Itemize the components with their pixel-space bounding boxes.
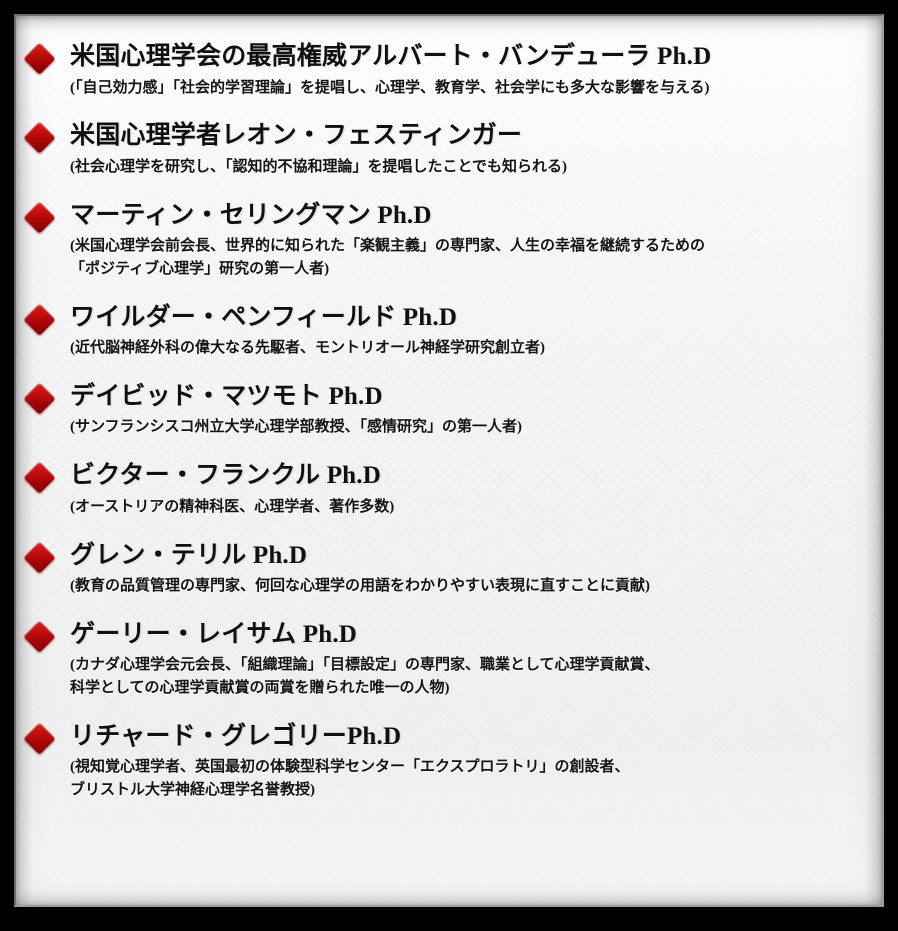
list-item: ワイルダー・ペンフィールド Ph.D (近代脳神経外科の偉大なる先駆者、モントリ… (16, 302, 882, 360)
list-item: ゲーリー・レイサム Ph.D (カナダ心理学会元会長、「組織理論」「目標設定」の… (16, 620, 882, 700)
entry-description-line: (教育の品質管理の専門家、何回な心理学の用語をわかりやすい表現に直すことに貢献) (70, 578, 650, 595)
entry-description-line: 科学としての心理学貢献賞の両賞を贈られた唯一の人物) (70, 680, 450, 697)
list-item: マーティン・セリングマン Ph.D (米国心理学会前会長、世界的に知られた「楽観… (16, 200, 882, 281)
entry-title: ワイルダー・ペンフィールド Ph.D (70, 303, 458, 331)
entry-description-line: (近代脳神経外科の偉大なる先駆者、モントリオール神経学研究創立者) (70, 340, 545, 357)
entry-title: 米国心理学会の最高権威アルバート・バンデューラ Ph.D (70, 43, 712, 70)
entry-description-line: (視知覚心理学者、英国最初の体験型科学センター「エクスプロラトリ」の創設者、 (70, 759, 630, 776)
diamond-icon (23, 461, 56, 495)
entry-description-line: 「ポジティブ心理学」研究の第一人者) (70, 260, 330, 277)
entry-description: (米国心理学会前会長、世界的に知られた「楽観主義」の専門家、人生の幸福を継続する… (70, 235, 882, 281)
entry-description: (教育の品質管理の専門家、何回な心理学の用語をわかりやすい表現に直すことに貢献) (70, 575, 882, 598)
entry-title: リチャード・グレゴリーPh.D (70, 722, 402, 750)
list-item: 米国心理学会の最高権威アルバート・バンデューラ Ph.D (「自己効力感」「社会… (16, 42, 882, 99)
entry-description-line: (米国心理学会前会長、世界的に知られた「楽観主義」の専門家、人生の幸福を継続する… (70, 238, 705, 255)
entry-title: マーティン・セリングマン Ph.D (70, 201, 432, 229)
entry-description: (オーストリアの精神科医、心理学者、著作多数) (70, 496, 882, 519)
entry-description: (カナダ心理学会元会長、「組織理論」「目標設定」の専門家、職業として心理学貢献賞… (70, 654, 882, 700)
entry-title: ゲーリー・レイサム Ph.D (70, 620, 358, 648)
diamond-icon (23, 620, 56, 653)
entry-description: (近代脳神経外科の偉大なる先駆者、モントリオール神経学研究創立者) (70, 337, 882, 360)
slide-bevel: 米国心理学会の最高権威アルバート・バンデューラ Ph.D (「自己効力感」「社会… (14, 14, 884, 907)
psychologist-list: 米国心理学会の最高権威アルバート・バンデューラ Ph.D (「自己効力感」「社会… (16, 16, 882, 802)
entry-description: (「自己効力感」「社会的学習理論」を提唱し、心理学、教育学、社会学にも多大な影響… (70, 77, 882, 100)
entry-description: (視知覚心理学者、英国最初の体験型科学センター「エクスプロラトリ」の創設者、 ブ… (70, 756, 882, 802)
entry-title: デイビッド・マツモト Ph.D (70, 382, 383, 410)
entry-description-line: (社会心理学を研究し、「認知的不協和理論」を提唱したことでも知られる) (70, 158, 568, 175)
diamond-icon (23, 200, 56, 234)
diamond-icon (23, 540, 56, 574)
entry-description-line: (サンフランシスコ州立大学心理学部教授、「感情研究」の第一人者) (70, 419, 523, 436)
entry-title: 米国心理学者レオン・フェスティンガー (70, 122, 523, 150)
diamond-icon (23, 382, 56, 415)
entry-title: ビクター・フランクル Ph.D (70, 462, 381, 490)
entry-title: グレン・テリル Ph.D (70, 541, 308, 569)
list-item: 米国心理学者レオン・フェスティンガー (社会心理学を研究し、「認知的不協和理論」… (16, 121, 882, 178)
diamond-icon (23, 121, 56, 155)
list-item: リチャード・グレゴリーPh.D (視知覚心理学者、英国最初の体験型科学センター「… (16, 722, 882, 802)
list-item: ビクター・フランクル Ph.D (オーストリアの精神科医、心理学者、著作多数) (16, 461, 882, 518)
diamond-icon (23, 302, 56, 336)
entry-description-line: ブリストル大学神経心理学名誉教授) (70, 782, 315, 799)
entry-description: (社会心理学を研究し、「認知的不協和理論」を提唱したことでも知られる) (70, 156, 882, 179)
entry-description-line: (カナダ心理学会元会長、「組織理論」「目標設定」の専門家、職業として心理学貢献賞… (70, 657, 660, 674)
diamond-icon (23, 722, 56, 755)
diamond-icon (23, 42, 56, 75)
entry-description-line: (オーストリアの精神科医、心理学者、著作多数) (70, 498, 395, 515)
list-item: デイビッド・マツモト Ph.D (サンフランシスコ州立大学心理学部教授、「感情研… (16, 382, 882, 439)
entry-description: (サンフランシスコ州立大学心理学部教授、「感情研究」の第一人者) (70, 416, 882, 439)
slide-content-panel: 米国心理学会の最高権威アルバート・バンデューラ Ph.D (「自己効力感」「社会… (16, 16, 882, 905)
list-item: グレン・テリル Ph.D (教育の品質管理の専門家、何回な心理学の用語をわかりや… (16, 540, 882, 598)
entry-description-line: (「自己効力感」「社会的学習理論」を提唱し、心理学、教育学、社会学にも多大な影響… (70, 79, 710, 96)
